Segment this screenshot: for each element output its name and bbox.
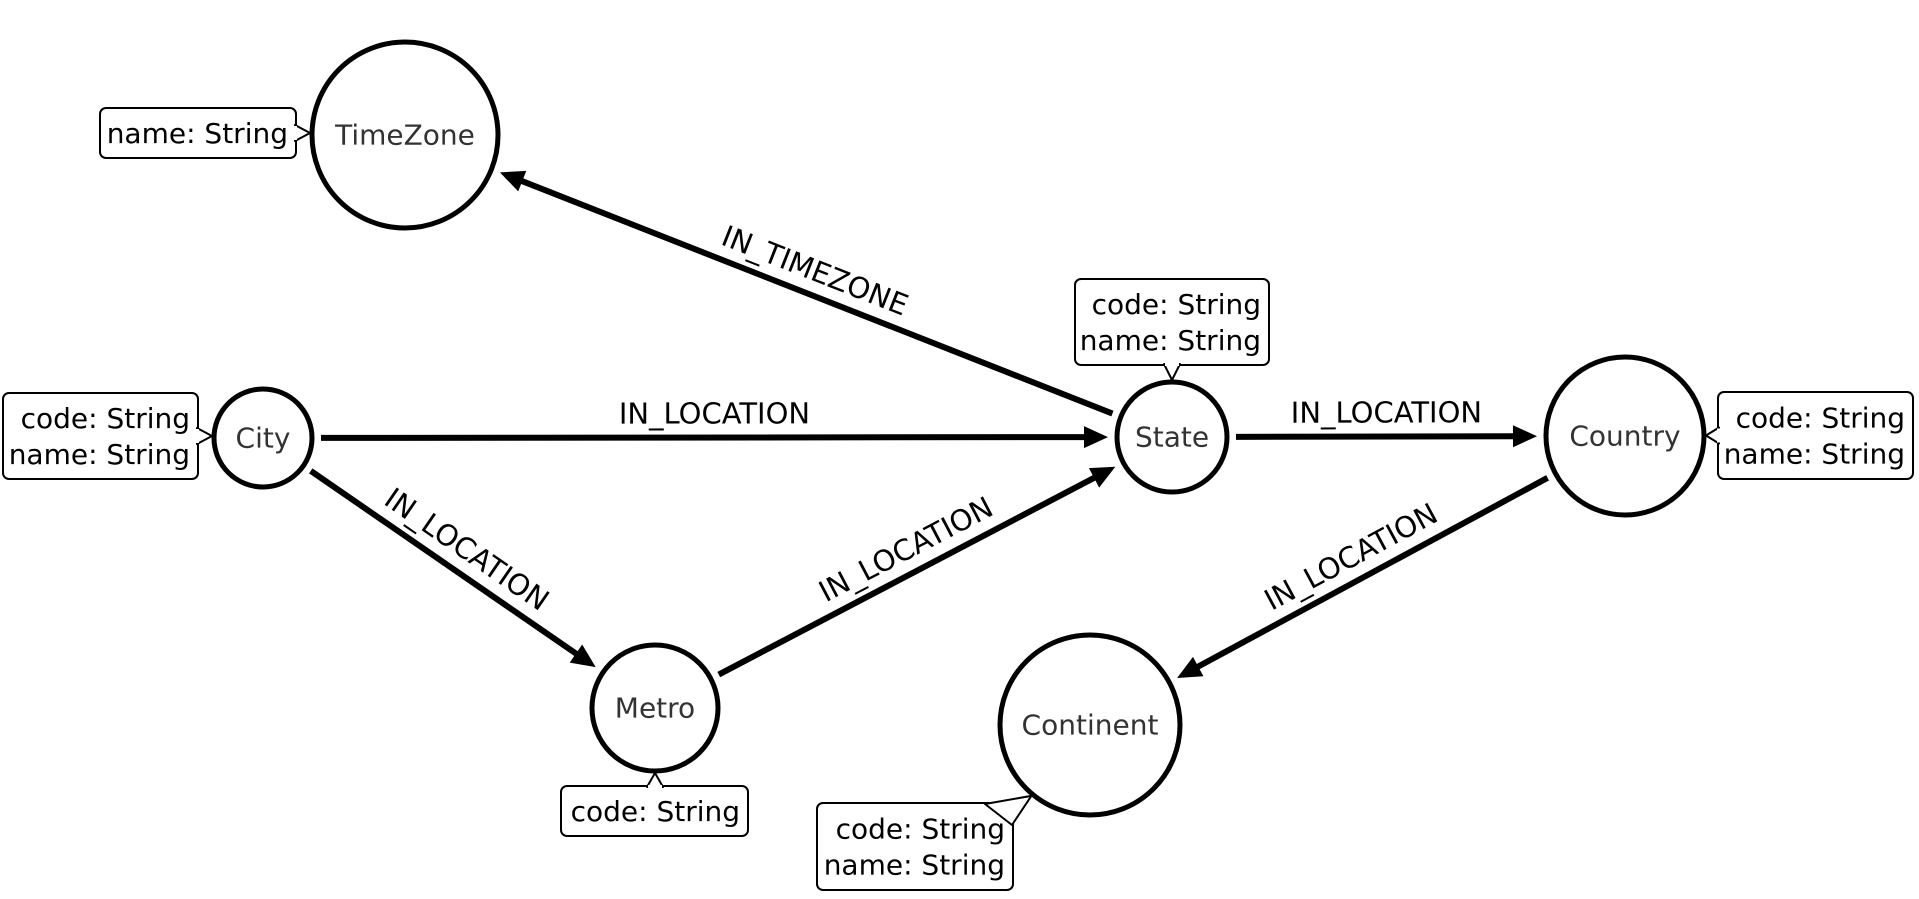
edge-label: IN_LOCATION bbox=[813, 490, 998, 609]
edge-label: IN_LOCATION bbox=[619, 396, 810, 430]
property-entry: name: String bbox=[107, 117, 288, 150]
edge-line bbox=[519, 177, 1114, 417]
node-label: Continent bbox=[1022, 709, 1159, 742]
node-circle[interactable] bbox=[309, 39, 501, 231]
pointer-joint bbox=[294, 126, 297, 140]
pointer-joint bbox=[648, 785, 662, 788]
callout-pointer-icon bbox=[984, 794, 1033, 826]
node-circle[interactable] bbox=[1114, 379, 1230, 495]
pointer-joint bbox=[196, 429, 199, 443]
node-timezone[interactable]: TimeZone bbox=[309, 39, 501, 231]
property-entry: name: String bbox=[1724, 438, 1905, 471]
pointer-joint bbox=[1165, 363, 1179, 366]
node-circle[interactable] bbox=[589, 642, 721, 774]
edge-city-to-metro: IN_LOCATION bbox=[309, 468, 596, 668]
property-entry: name: String bbox=[9, 438, 190, 471]
edge-state-to-country: IN_LOCATION bbox=[1235, 395, 1538, 448]
edge-city-to-state: IN_LOCATION bbox=[320, 396, 1108, 449]
edge-line bbox=[717, 474, 1098, 678]
node-label: TimeZone bbox=[334, 119, 475, 152]
node-circle[interactable] bbox=[997, 632, 1183, 818]
arrowhead-icon bbox=[1088, 466, 1116, 488]
properties-callout-timezone: name: String bbox=[99, 107, 311, 159]
node-circle[interactable] bbox=[1543, 354, 1707, 518]
node-label: State bbox=[1135, 421, 1209, 454]
node-metro[interactable]: Metro bbox=[589, 642, 721, 774]
properties-callout-metro: code: String bbox=[560, 772, 749, 837]
edge-country-to-continent: IN_LOCATION bbox=[1177, 475, 1550, 678]
edge-line bbox=[1235, 433, 1516, 440]
properties-box bbox=[816, 802, 1014, 891]
arrowhead-icon bbox=[499, 170, 527, 192]
edge-line bbox=[309, 468, 580, 658]
node-label: Metro bbox=[615, 692, 695, 725]
property-entry: code: String bbox=[836, 813, 1005, 846]
edge-line bbox=[320, 434, 1087, 441]
property-entry: code: String bbox=[21, 402, 190, 435]
callout-pointer-icon bbox=[646, 772, 664, 788]
property-entry: code: String bbox=[1092, 288, 1261, 321]
node-city[interactable]: City bbox=[211, 386, 315, 490]
arrowhead-icon bbox=[569, 644, 596, 668]
callout-pointer-icon bbox=[196, 427, 213, 445]
edge-label: IN_LOCATION bbox=[378, 481, 555, 618]
pointer-joint bbox=[1717, 428, 1720, 443]
edge-label: IN_LOCATION bbox=[1291, 395, 1482, 429]
edge-label: IN_LOCATION bbox=[1259, 496, 1443, 617]
node-continent[interactable]: Continent bbox=[997, 632, 1183, 818]
callout-pointer-icon bbox=[294, 124, 311, 142]
property-entry: name: String bbox=[1080, 324, 1261, 357]
arrowhead-icon bbox=[1083, 426, 1108, 449]
property-entry: code: String bbox=[571, 795, 740, 828]
node-label: City bbox=[236, 422, 291, 455]
arrowhead-icon bbox=[1512, 425, 1538, 448]
callout-pointer-icon bbox=[1163, 363, 1181, 381]
arrowhead-icon bbox=[1177, 656, 1204, 678]
edge-line bbox=[1195, 475, 1550, 671]
node-country[interactable]: Country bbox=[1543, 354, 1707, 518]
edge-state-to-timezone: IN_TIMEZONE bbox=[499, 170, 1114, 417]
property-entry: code: String bbox=[1736, 402, 1905, 435]
property-entry: name: String bbox=[824, 849, 1005, 882]
node-circle[interactable] bbox=[211, 386, 315, 490]
node-label: Country bbox=[1569, 420, 1680, 453]
node-state[interactable]: State bbox=[1114, 379, 1230, 495]
